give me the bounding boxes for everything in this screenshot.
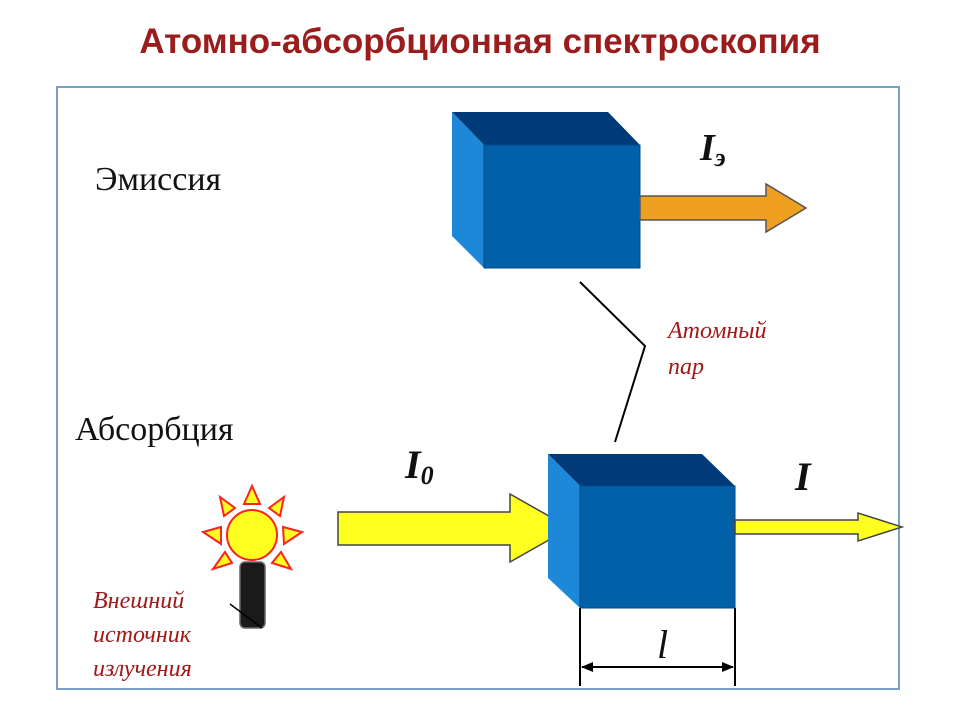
source-label-line1: Внешний bbox=[93, 588, 184, 614]
absorption-cube-side bbox=[548, 454, 580, 608]
source-label-line3: излучения bbox=[93, 656, 192, 682]
diagram-frame bbox=[56, 86, 900, 690]
sun-core bbox=[226, 509, 278, 561]
absorption-cube bbox=[548, 454, 736, 609]
source-pointer bbox=[229, 603, 263, 629]
atomic-vapor-label-line2: пар bbox=[668, 354, 704, 380]
emission-label: Эмиссия bbox=[95, 161, 222, 198]
lamp-body bbox=[239, 561, 266, 629]
sun-rays bbox=[200, 483, 305, 571]
emission-arrow bbox=[639, 182, 808, 234]
atomic-vapor-label-line1: Атомный bbox=[666, 318, 767, 344]
transmitted-intensity-label: I bbox=[794, 454, 812, 499]
emission-cube-top bbox=[452, 112, 640, 145]
emission-cube bbox=[452, 112, 641, 269]
emission-cube-side bbox=[452, 112, 484, 268]
absorption-cube-top bbox=[548, 454, 735, 486]
source-label-line2: источник bbox=[93, 622, 192, 648]
light-source-icon bbox=[200, 483, 305, 629]
incident-intensity-subscript: 0 bbox=[421, 461, 434, 490]
transmitted-light-arrow bbox=[734, 511, 905, 543]
incident-intensity-symbol: I bbox=[404, 442, 422, 487]
path-length-label: l bbox=[657, 622, 668, 667]
incident-light-arrow bbox=[337, 492, 572, 564]
emission-intensity-symbol: I bbox=[699, 127, 716, 169]
absorption-label: Абсорбция bbox=[75, 411, 234, 448]
emission-intensity-label: Iэ bbox=[699, 127, 726, 172]
absorption-cube-front bbox=[579, 485, 736, 609]
emission-intensity-subscript: э bbox=[714, 143, 726, 172]
atomic-vapor-pointer bbox=[579, 281, 647, 443]
emission-cube-front bbox=[483, 144, 641, 269]
incident-intensity-label: I0 bbox=[404, 442, 434, 490]
page-title: Атомно-абсорбционная спектроскопия bbox=[139, 22, 821, 61]
